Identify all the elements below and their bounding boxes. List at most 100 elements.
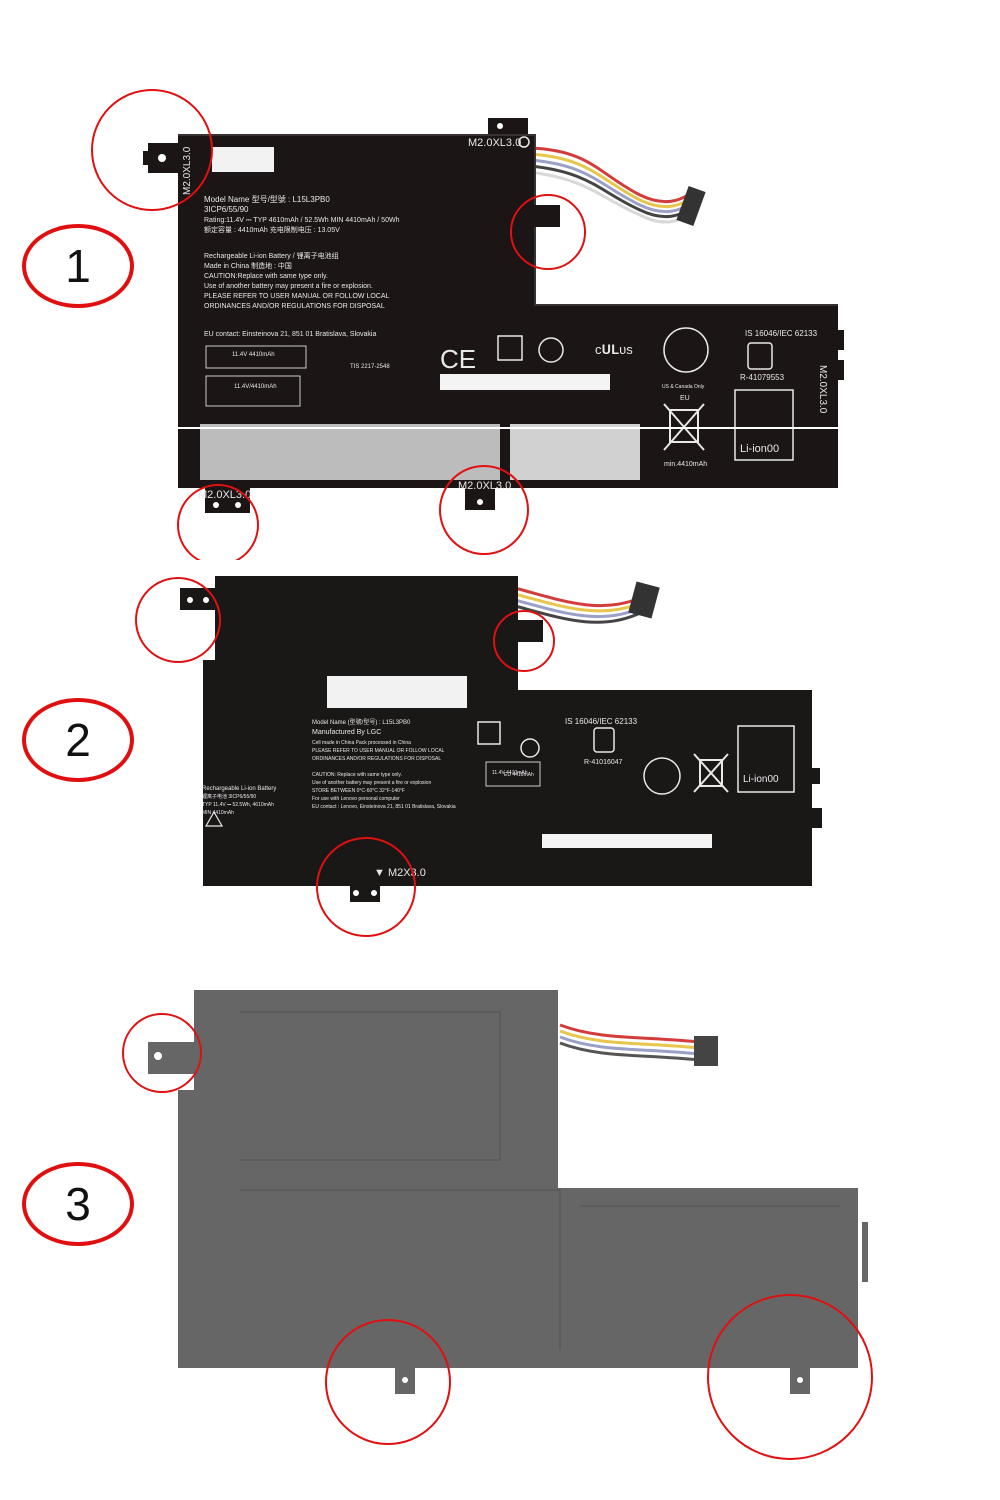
label2-please-refer: PLEASE REFER TO USER MANUAL OR FOLLOW LO…	[312, 748, 445, 754]
battery-2-illustration: Model Name (型號/型号) : L15L3PB0 Manufactur…	[135, 576, 822, 937]
kc-icon	[497, 335, 523, 361]
label-min-cap: min.4410mAh	[664, 461, 707, 468]
battery-2-side-clip	[515, 620, 543, 642]
variant-number-2-text: 2	[65, 714, 91, 766]
battery-3-body	[178, 990, 858, 1368]
battery-2-label-text: Model Name (型號/型号) : L15L3PB0 Manufactur…	[202, 717, 795, 848]
label-rating: Rating:11.4V ⎓ TYP 4610mAh / 52.5Wh MIN …	[204, 217, 400, 224]
battery-1-screw-right: M2.0XL3.0	[817, 365, 828, 414]
battery-3-tab-left	[148, 1042, 194, 1074]
variant-number-2: 2	[22, 698, 134, 782]
label-rechargeable: Rechargeable Li-ion Battery / 锂离子电池组	[204, 251, 339, 260]
highlight-circle-2-side-clip	[493, 610, 555, 672]
label-eu-contact: EU contact: Einsteinova 21, 851 01 Brati…	[204, 331, 376, 338]
variant-number-3-text: 3	[65, 1178, 91, 1230]
highlight-circle-bottom-left	[177, 484, 259, 560]
highlight-circle-2-bottom	[316, 837, 416, 937]
label2-eu-contact: EU contact : Lenovo, Einsteinova 21, 851…	[312, 804, 456, 810]
label-spec-small-2: 11.4V/4410mAh	[234, 384, 277, 390]
battery-1-side-clip	[530, 205, 560, 227]
battery-1-screw-top-left: M2.0XL3.0	[182, 146, 193, 195]
highlight-circle-3-bottom-left	[325, 1319, 451, 1445]
recycle-icon	[663, 327, 709, 373]
warning-block-1	[200, 424, 500, 480]
battery-2-body	[203, 576, 822, 886]
warning-triangle-icon	[204, 810, 224, 827]
label-r-number: R-41079553	[740, 373, 785, 382]
highlight-circle-3-bottom-right	[707, 1294, 873, 1460]
barcode-2	[542, 834, 712, 848]
battery-1-tab-top	[488, 118, 528, 138]
label2-ordinances: ORDINANCES AND/OR REGULATIONS FOR DISPOS…	[312, 756, 441, 762]
label-us-ca: US & Canada Only	[662, 384, 705, 390]
variant-number-1: 1	[22, 224, 134, 308]
variant-3-panel: 3	[0, 960, 1000, 1500]
highlight-circle-top-left	[91, 89, 213, 211]
battery-1-white-sticker	[212, 147, 274, 172]
battery-1-highlight-circles	[91, 89, 586, 560]
battery-2-white-sticker	[327, 676, 467, 708]
label-spec-small: 11.4V 4410mAh	[232, 352, 275, 358]
variant-number-3: 3	[22, 1162, 134, 1246]
battery-1-label-text: Model Name 型号/型號 : L15L3PB0 3ICP6/55/90 …	[200, 194, 818, 480]
recycle-icon-2	[643, 757, 681, 795]
label2-for-use: For use with Lenovo personal computer	[312, 796, 400, 802]
label2-rechargeable: Rechargeable Li-ion Battery	[202, 786, 276, 792]
label-iec: IS 16046/IEC 62133	[745, 329, 818, 338]
label2-cell-made: Cell made in China Pack processed in Chi…	[312, 740, 411, 746]
label-model: Model Name 型号/型號 : L15L3PB0	[204, 194, 330, 204]
s-mark-icon-2	[520, 738, 540, 758]
label2-use-another: Use of another battery may present a fir…	[312, 780, 431, 786]
highlight-circle-2-top-left	[135, 577, 221, 663]
label-made-in: Made in China 制造地 : 中国	[204, 261, 292, 270]
label2-r-number: R-41016047	[584, 759, 623, 766]
battery-3-cable	[559, 1023, 718, 1066]
ul-mark-icon: ᴄ𝐔𝐋ᴜs	[595, 342, 633, 357]
battery-2-tab-bottom	[350, 880, 380, 902]
battery-1-screw-top-right: M2.0XL3.0	[468, 137, 521, 149]
label2-cn-batt: 锂离子电池 3ICP6/55/90	[202, 793, 256, 800]
label-cell: 3ICP6/55/90	[204, 205, 249, 214]
label-eu: EU	[680, 395, 690, 402]
battery-1-screw-bottom-mid: M2.0XL3.0	[458, 480, 511, 492]
battery-2-screw-bottom: ▼ M2X3.0	[374, 867, 426, 879]
variant-number-1-text: 1	[65, 240, 91, 292]
s-mark-icon	[538, 337, 564, 363]
battery-2-tab-top-left	[180, 588, 216, 610]
highlight-circle-bottom-mid	[439, 465, 529, 555]
battery-1-cable	[529, 146, 706, 226]
battery-3-creases	[240, 1011, 868, 1350]
battery-1-screw-bottom-left: M2.0XL3.0	[198, 489, 251, 501]
kc-icon-2	[477, 721, 501, 745]
battery-2-cable	[514, 581, 660, 624]
label2-iec: IS 16046/IEC 62133	[565, 717, 638, 726]
variant-2-panel: Model Name (型號/型号) : L15L3PB0 Manufactur…	[0, 560, 1000, 960]
battery-3-illustration	[122, 990, 873, 1460]
label2-manufactured: Manufactured By LGC	[312, 729, 381, 736]
label-cn-rating: 额定容量 : 4410mAh 充电限制电压 : 13.05V	[204, 225, 340, 234]
highlight-circle-side-clip	[510, 194, 586, 270]
label-caution-3: PLEASE REFER TO USER MANUAL OR FOLLOW LO…	[204, 293, 390, 300]
highlight-circle-3-left	[122, 1013, 202, 1093]
barcode-1	[440, 374, 610, 390]
label-caution-4: ORDINANCES AND/OR REGULATIONS FOR DISPOS…	[204, 303, 385, 310]
warning-block-2	[510, 424, 640, 480]
label-caution-1: CAUTION:Replace with same type only.	[204, 273, 328, 280]
label-caution-2: Use of another battery may present a fir…	[204, 283, 373, 290]
label2-store: STORE BETWEEN 0°C-60°C 32°F-140°F	[312, 788, 405, 794]
label2-min: MIN 4410mAh	[202, 810, 234, 816]
crossed-bin-icon-2	[693, 753, 729, 793]
battery-1-illustration: M2.0XL3.0 M2.0XL3.0 M2.0XL3.0 M2.0XL3.0 …	[91, 89, 844, 560]
label2-model: Model Name (型號/型号) : L15L3PB0	[312, 718, 411, 726]
label-li-ion: Li-ion00	[740, 443, 779, 455]
label2-eu-cap: EU 4410mAh	[504, 772, 534, 778]
ce-mark: CE	[440, 344, 476, 374]
variant-1-panel: M2.0XL3.0 M2.0XL3.0 M2.0XL3.0 M2.0XL3.0 …	[0, 0, 1000, 560]
battery-2-highlight-circles	[135, 577, 555, 937]
label2-spec-small: 11.4V 4410mAh	[492, 770, 528, 776]
battery-1-body	[178, 135, 838, 488]
label2-typ: TYP 11.4V ⎓ 52.5Wh, 4610mAh	[202, 802, 274, 808]
label-tis: TIS 2217-2548	[350, 364, 390, 370]
battery-3-highlight-circles	[122, 1013, 873, 1460]
label2-caution: CAUTION: Replace with same type only.	[312, 772, 402, 778]
